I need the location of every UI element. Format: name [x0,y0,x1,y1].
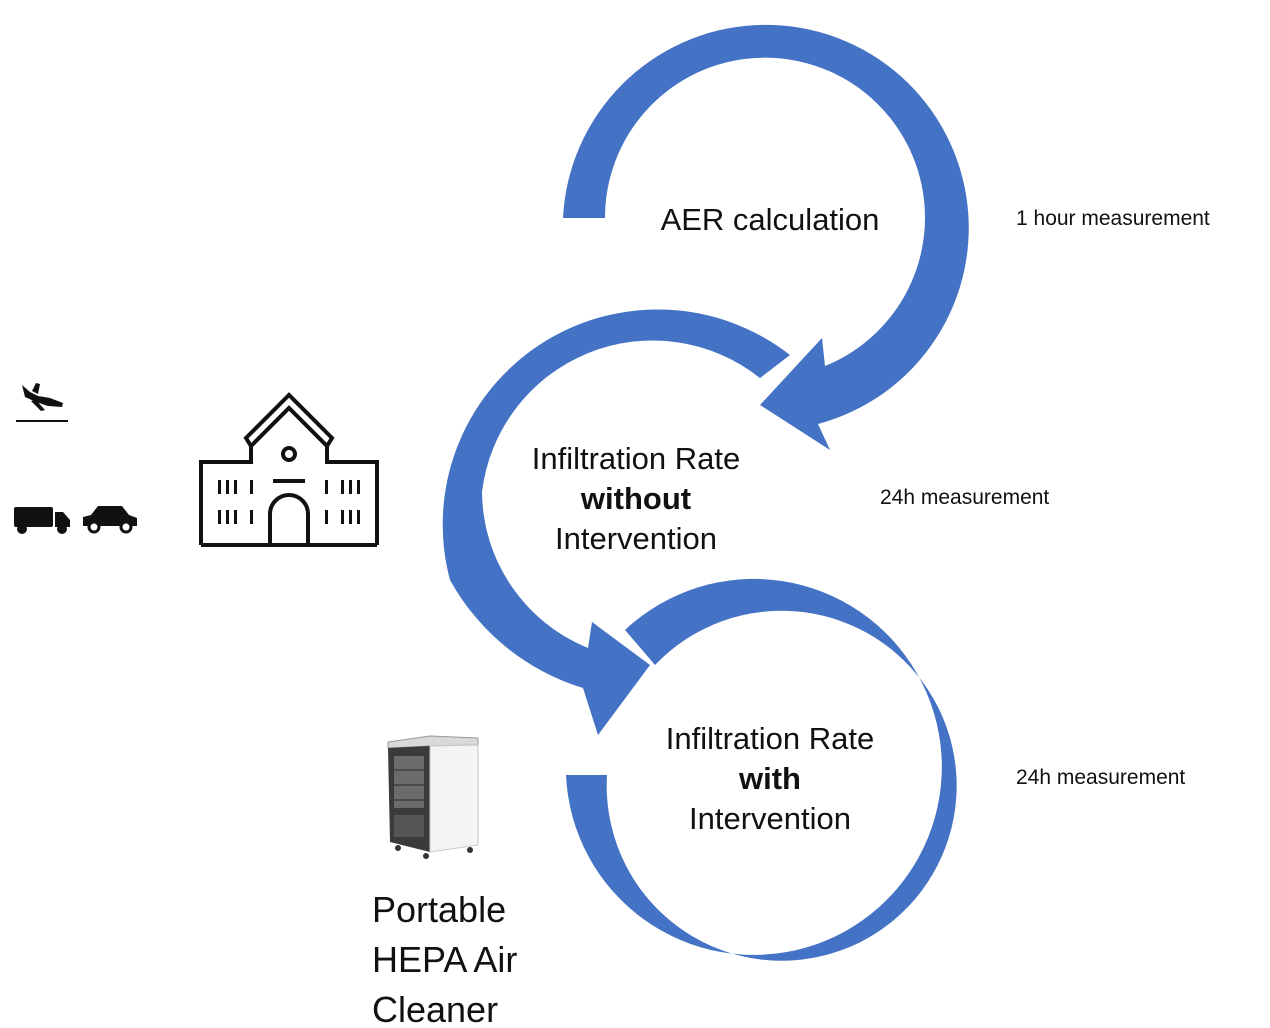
truck-icon [14,507,70,534]
step-with-duration: 24h measurement [1016,766,1186,789]
step-without-line3: Intervention [555,521,717,556]
hepa-label-line1: Portable [372,889,507,930]
car-icon [83,506,137,534]
step-without-duration: 24h measurement [880,486,1050,509]
hepa-label-line2: HEPA Air [372,939,518,980]
step-without-line1: Infiltration Rate [531,441,741,476]
airplane-landing-icon [16,383,68,422]
step-with-line3: Intervention [689,801,851,836]
step-without-title: Infiltration Rate without Intervention [486,439,786,559]
air-purifier-icon [387,735,479,859]
loop-arrow-aer [563,24,969,451]
school-windows [218,480,360,524]
step-with-line1: Infiltration Rate [665,721,875,756]
school-building-icon [199,392,379,547]
step-aer-duration: 1 hour measurement [1016,207,1210,230]
hepa-label-line3: Cleaner [372,989,499,1028]
step-aer-line1: AER calculation [660,202,880,237]
step-with-title: Infiltration Rate with Intervention [620,719,920,839]
step-aer-title: AER calculation [620,200,920,240]
step-without-line2: without [580,481,692,516]
hepa-label: Portable HEPA Air Cleaner [372,885,517,1028]
step-with-line2: with [739,761,801,796]
loop-arrow-without [442,309,790,735]
